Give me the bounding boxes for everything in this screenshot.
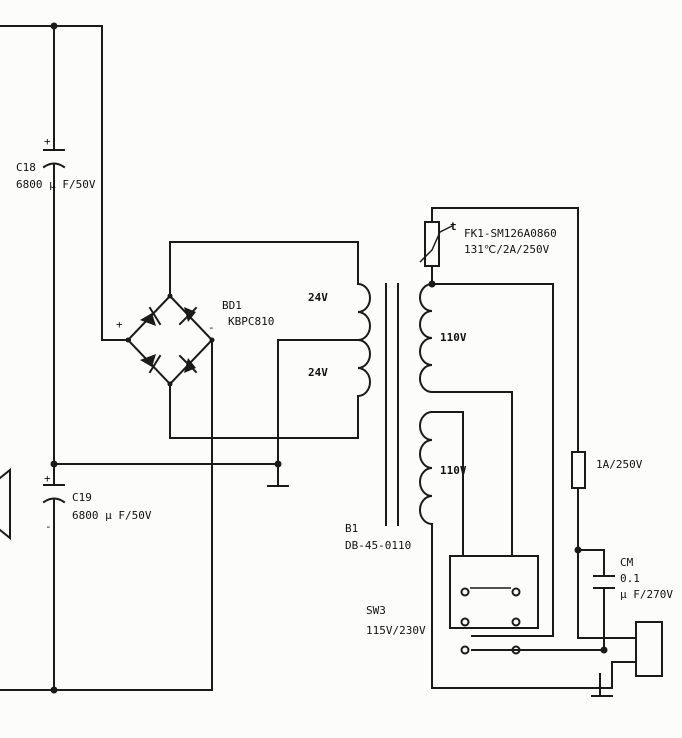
transformer-part: DB-45-0110 bbox=[345, 539, 411, 552]
cm-ref: CM bbox=[620, 556, 634, 569]
junction-dot bbox=[574, 546, 582, 554]
cm-value-1: 0.1 bbox=[620, 572, 640, 585]
bd1-minus: - bbox=[208, 321, 215, 334]
junction-dot bbox=[50, 460, 58, 468]
secondary-wiring bbox=[169, 241, 359, 439]
voltage-switch-sw3: SW3 115V/230V bbox=[366, 555, 539, 655]
primary-wiring bbox=[431, 207, 637, 697]
sw3-ref: SW3 bbox=[366, 604, 386, 617]
c19-minus: - bbox=[45, 520, 52, 533]
fk1-rating: 131℃/2A/250V bbox=[464, 243, 550, 256]
c19-plus: + bbox=[44, 472, 51, 485]
capacitor-c19: + - C19 6800 μ F/50V bbox=[42, 472, 152, 533]
c18-value: 6800 μ F/50V bbox=[16, 178, 96, 191]
c18-ref: C18 bbox=[16, 161, 36, 174]
speaker-icon bbox=[0, 467, 11, 541]
junction-dot bbox=[274, 460, 282, 468]
sw3-rating: 115V/230V bbox=[366, 624, 426, 637]
bd1-part: KBPC810 bbox=[228, 315, 274, 328]
cm-value-2: μ F/270V bbox=[620, 588, 673, 601]
ac-inlet-icon bbox=[635, 621, 663, 677]
junction-dot bbox=[600, 646, 608, 654]
primary-lower-voltage: 110V bbox=[440, 464, 467, 477]
transformer-b1: 24V 24V 110V 110V B1 DB-45-0110 bbox=[308, 282, 467, 552]
ptc-thermistor-fk1: t FK1-SM126A0860 131℃/2A/250V bbox=[419, 220, 557, 267]
bridge-rectifier-bd1: + - BD1 KBPC810 bbox=[116, 293, 274, 387]
primary-upper-voltage: 110V bbox=[440, 331, 467, 344]
bd1-plus: + bbox=[116, 318, 123, 331]
fk1-part: FK1-SM126A0860 bbox=[464, 227, 557, 240]
fuse: 1A/250V bbox=[571, 451, 643, 489]
junction-dot bbox=[50, 686, 58, 694]
capacitor-cm: CM 0.1 μ F/270V bbox=[593, 556, 673, 601]
ptc-temp-mark: t bbox=[450, 220, 457, 233]
junction-dot bbox=[50, 22, 58, 30]
capacitor-c18: + C18 6800 μ F/50V bbox=[16, 135, 96, 191]
dc-rail-wiring bbox=[0, 25, 289, 691]
fuse-rating: 1A/250V bbox=[596, 458, 643, 471]
c19-ref: C19 bbox=[72, 491, 92, 504]
secondary-upper-voltage: 24V bbox=[308, 291, 328, 304]
bd1-ref: BD1 bbox=[222, 299, 242, 312]
secondary-lower-voltage: 24V bbox=[308, 366, 328, 379]
c19-value: 6800 μ F/50V bbox=[72, 509, 152, 522]
transformer-ref: B1 bbox=[345, 522, 358, 535]
c18-plus: + bbox=[44, 135, 51, 148]
